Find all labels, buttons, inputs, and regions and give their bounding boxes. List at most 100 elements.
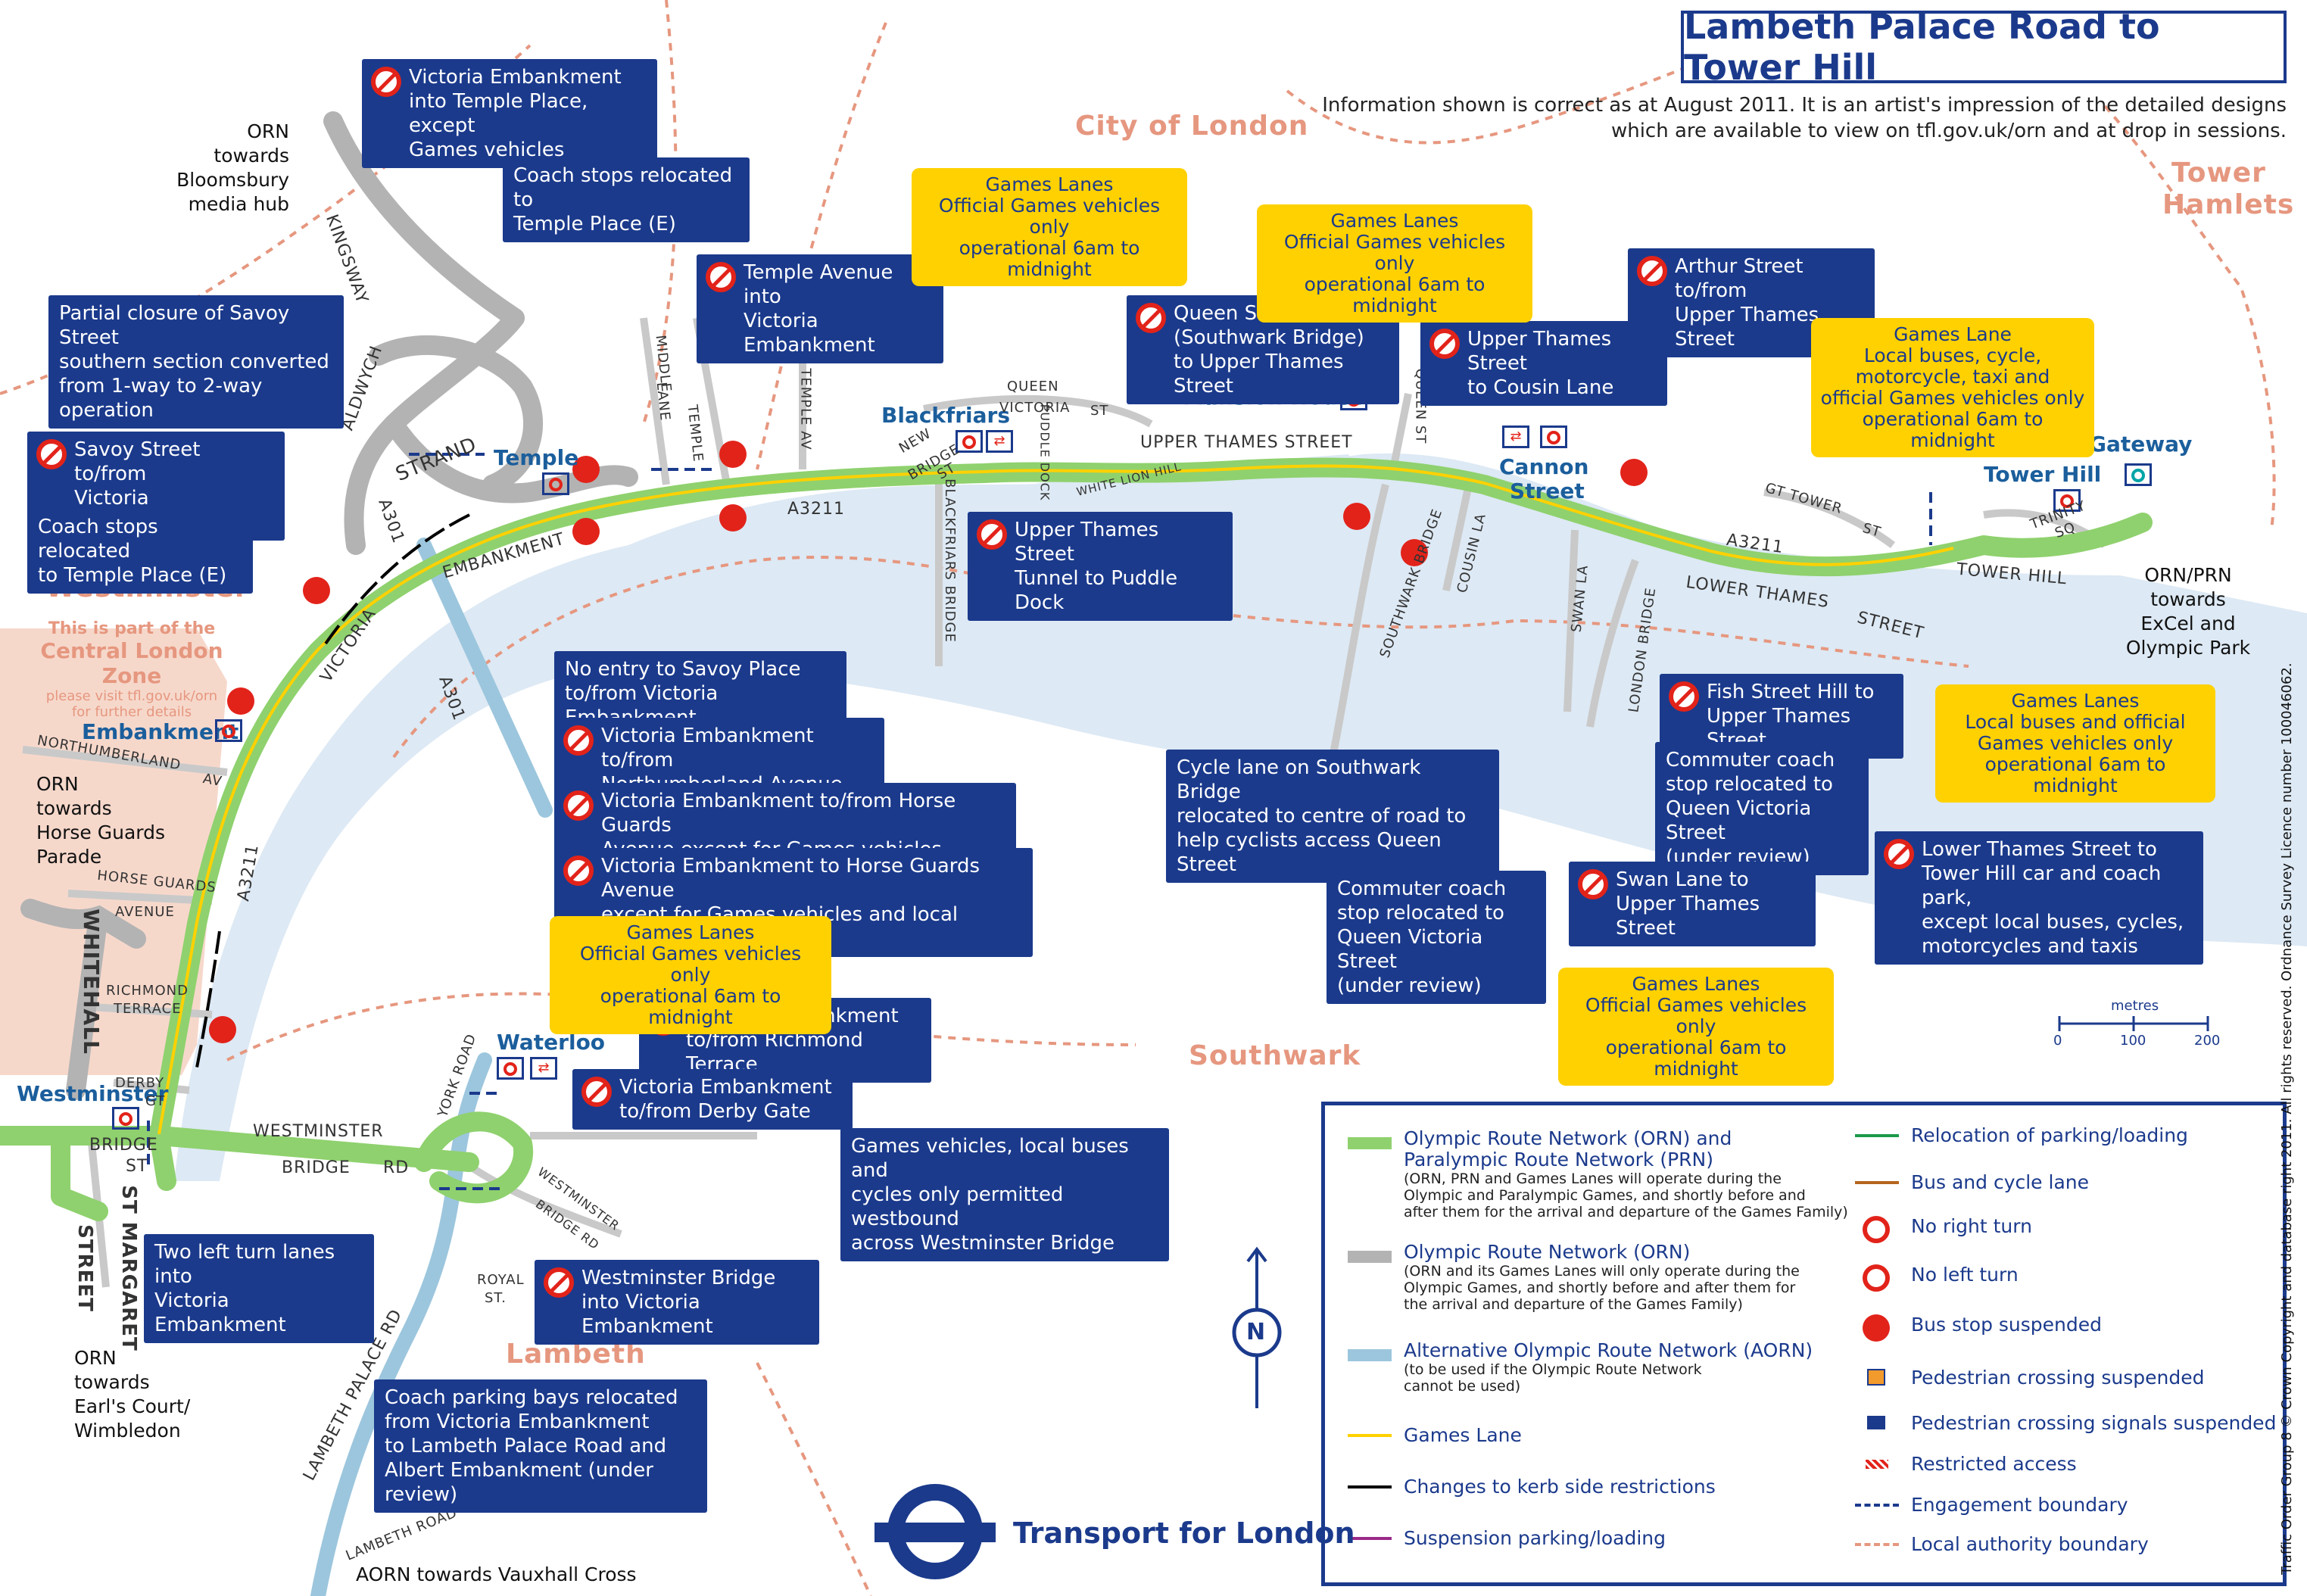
road-queen-victoria-1: QUEEN xyxy=(1007,379,1059,394)
bus-stop-suspended-icon xyxy=(1343,503,1370,530)
road-derby-1: DERBY xyxy=(115,1075,165,1091)
legend-no-right: No right turn xyxy=(1855,1216,2032,1243)
legend-text: Engagement boundary xyxy=(1911,1494,2128,1516)
legend-text: Olympic Route Network (ORN) and xyxy=(1404,1127,1732,1149)
bus-stop-suspended-icon xyxy=(227,687,254,715)
central-zone-line-4: for further details xyxy=(71,704,192,720)
engagement-boundary xyxy=(147,453,1932,1190)
bus-stop-suspended-icon xyxy=(1855,1314,1899,1342)
no-right-turn-icon xyxy=(1855,1216,1899,1243)
info-line-1: Information shown is correct as at Augus… xyxy=(1322,94,2287,117)
games-lane-line: Games Lanes xyxy=(985,173,1114,195)
callout-line: Commuter coach xyxy=(1666,749,1835,772)
scale-tick-200: 200 xyxy=(2194,1033,2221,1049)
legend-yellow-swatch xyxy=(1348,1434,1392,1437)
legend-bus-cycle: Bus and cycle lane xyxy=(1855,1172,2089,1193)
road-westminster-bridge-3: RD xyxy=(383,1158,410,1177)
no-right-turn-icon xyxy=(544,1267,574,1298)
callout-line: Upper Thames Street xyxy=(1707,705,1851,752)
callout-line: Upper Thames Street xyxy=(1675,304,1819,351)
legend-sub: the arrival and departure of the Games F… xyxy=(1404,1296,1743,1313)
legend-text: Bus stop suspended xyxy=(1911,1314,2103,1336)
road-st-margaret-1: ST MARGARET xyxy=(117,1185,140,1351)
callout-line: Commuter coach xyxy=(1337,877,1507,900)
callout-line: Savoy Street to/from xyxy=(74,438,201,485)
bus-stop-suspended-icon xyxy=(303,577,330,604)
games-lane-line: operational 6am to midnight xyxy=(1984,753,2166,796)
legend-no-left: No left turn xyxy=(1855,1264,2019,1292)
underground-icon xyxy=(542,472,569,495)
callout-line: Victoria Embankment to/from xyxy=(601,725,814,772)
callout-line: from Victoria Embankment xyxy=(385,1411,650,1433)
callout-line: cycles only permitted westbound xyxy=(851,1183,1064,1230)
underground-icon xyxy=(497,1057,524,1080)
callout-line: (under review) xyxy=(1337,974,1482,997)
pedestrian-crossing-suspended-icon xyxy=(1855,1369,1899,1386)
legend-sub: Olympic Games, and shortly before and af… xyxy=(1404,1280,1796,1296)
central-zone-line-1: This is part of the xyxy=(48,619,216,638)
central-zone-line-2: Central London Zone xyxy=(40,638,223,688)
station-blackfriars: Blackfriars xyxy=(881,403,1011,428)
callout-line: Swan Lane to xyxy=(1616,868,1749,891)
legend-text: Games Lane xyxy=(1404,1424,1522,1446)
legend-text: Paralympic Route Network (PRN) xyxy=(1404,1149,1713,1171)
destination-bloomsbury: ORN towards Bloomsbury media hub xyxy=(168,120,289,217)
games-lane-line: Official Games vehicles only xyxy=(1585,994,1807,1037)
callout-line: Games vehicles, local buses and xyxy=(851,1135,1129,1182)
legend-text: Relocation of parking/loading xyxy=(1911,1124,2188,1146)
callout-line: Coach stops relocated xyxy=(38,516,158,563)
callout-line: to Lambeth Palace Road and xyxy=(385,1435,667,1457)
dest-line: towards xyxy=(2150,588,2226,610)
no-right-turn-icon xyxy=(371,67,401,97)
callout-line: southern section converted xyxy=(59,351,329,373)
pedestrian-signals-suspended-icon xyxy=(1855,1416,1899,1429)
games-lane-line: operational 6am to midnight xyxy=(1862,408,2044,451)
road-horse-guards-2: AVENUE xyxy=(115,904,175,920)
station-westminster: Westminster xyxy=(17,1081,169,1106)
no-right-turn-icon xyxy=(36,439,67,469)
games-lane-line: Games Lanes xyxy=(626,921,755,943)
dlr-icon xyxy=(2125,463,2152,486)
national-rail-icon: ⇄ xyxy=(986,430,1013,453)
orn-grey-routes xyxy=(20,111,638,1100)
dest-line: Earl's Court/ xyxy=(74,1395,191,1417)
road-blackfriars-bridge: BLACKFRIARS BRIDGE xyxy=(941,478,958,643)
road-derby-2: GT xyxy=(145,1093,166,1109)
area-southwark: Southwark xyxy=(1189,1040,1361,1071)
north-arrow xyxy=(1232,1246,1282,1408)
games-lane-line: Official Games vehicles only xyxy=(579,943,802,986)
games-lane-line: operational 6am to midnight xyxy=(600,985,781,1028)
callout-line: Coach parking bays relocated xyxy=(385,1386,678,1409)
callout-line: Victoria Embankment xyxy=(409,66,622,89)
legend-text: Changes to kerb side restrictions xyxy=(1404,1476,1716,1498)
games-lane-line: Local buses and official xyxy=(1965,711,2186,733)
legend-sub: cannot be used) xyxy=(1404,1378,1521,1395)
bus-stop-suspended-icon xyxy=(1401,539,1428,566)
river-thames xyxy=(174,453,2307,1181)
legend-sub: after them for the arrival and departure… xyxy=(1404,1204,1848,1220)
callout-line: Victoria Embankment to Horse Guards Aven… xyxy=(601,855,980,902)
games-lane-line: Games Lanes xyxy=(1632,973,1760,995)
legend-local-auth-swatch xyxy=(1855,1543,1899,1546)
games-lane-line: Local buses, cycle, xyxy=(1863,344,2042,366)
legend: Olympic Route Network (ORN) and Paralymp… xyxy=(1321,1102,2287,1586)
road-a3211-1: A3211 xyxy=(787,500,846,519)
kerb-side-changes xyxy=(195,513,470,1068)
underground-icon xyxy=(1540,425,1567,448)
road-richmond-1: RICHMOND xyxy=(106,983,189,999)
callout-line: Westminster Bridge xyxy=(581,1267,776,1289)
station-tower-hill: Tower Hill xyxy=(1984,462,2102,487)
bus-stop-suspended-icon xyxy=(572,456,600,483)
dest-line: towards xyxy=(36,797,112,819)
callout-line: Cycle lane on Southwark Bridge xyxy=(1177,756,1421,803)
games-lane-line: Games vehicles only xyxy=(1977,732,2174,754)
destination-horse-guards: ORN towards Horse Guards Parade xyxy=(36,772,165,869)
legend-sub: (ORN and its Games Lanes will only opera… xyxy=(1404,1263,1800,1280)
callout-line: Fish Street Hill to xyxy=(1707,681,1875,703)
callout-line: help cyclists access Queen Street xyxy=(1177,829,1442,876)
